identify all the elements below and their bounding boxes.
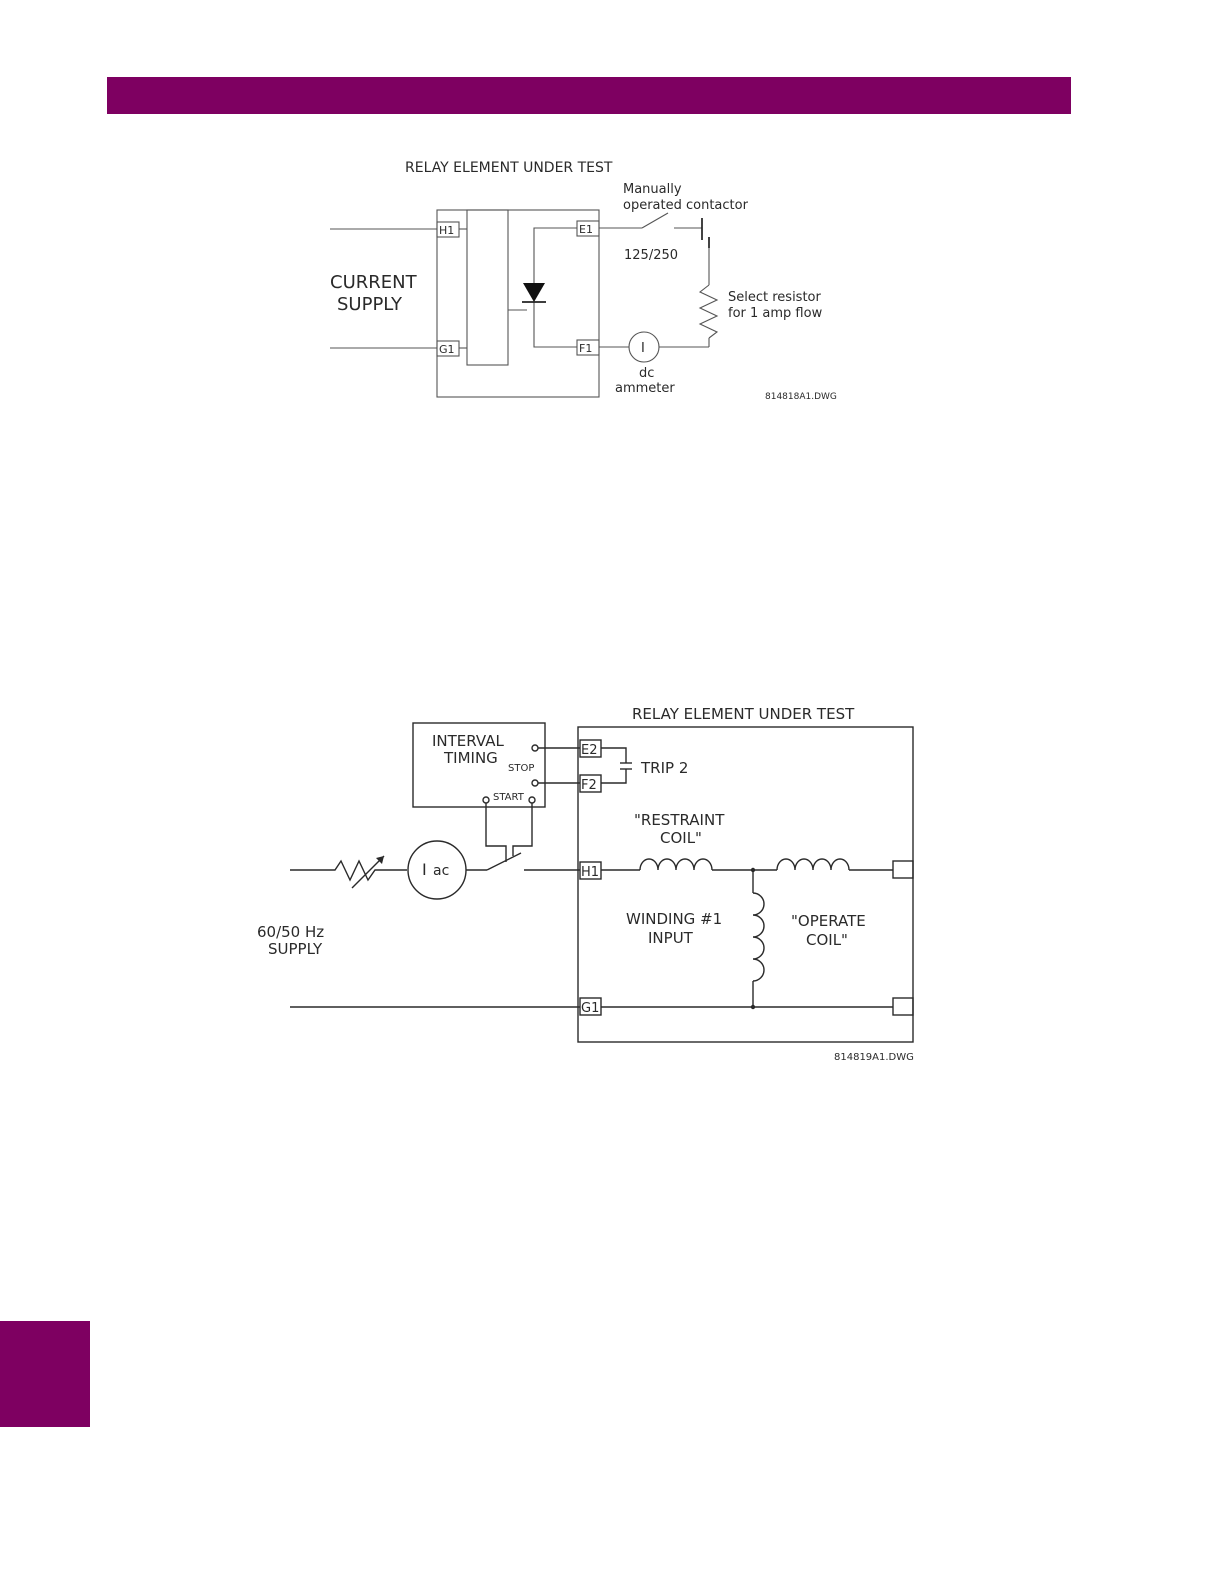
- diagram1-supply-label-2: SUPPLY: [337, 294, 403, 315]
- diagram2-timer-label-2: TIMING: [443, 749, 498, 767]
- diagram2-ammeter-subscript: ac: [433, 863, 449, 879]
- diagram2-title: RELAY ELEMENT UNDER TEST: [632, 705, 855, 723]
- diagram1-voltage-label: 125/250: [624, 248, 678, 263]
- diagram2-restraint-coil-right: [777, 859, 849, 870]
- diagram2-terminal-e2: E2: [581, 743, 598, 758]
- diagram1-internal-element: [467, 210, 508, 365]
- diagram2-operate-label-1: "OPERATE: [791, 912, 866, 930]
- diagram2-output-terminal-bottom: [893, 998, 913, 1015]
- diagram1-ammeter-label-2: ammeter: [615, 381, 675, 396]
- diagram1-terminal-e1: E1: [579, 223, 593, 236]
- diagram1-relay-box: [437, 210, 599, 397]
- diagram2-supply-label-2: SUPPLY: [268, 940, 323, 958]
- diagram2-relay-box: [578, 727, 913, 1042]
- diagram2-winding-label-1: WINDING #1: [626, 910, 722, 928]
- diagram1-ammeter-symbol: I: [641, 341, 645, 356]
- diagram1-contactor-label-1: Manually: [623, 182, 682, 197]
- diagram1-title: RELAY ELEMENT UNDER TEST: [405, 160, 613, 176]
- diagram2-restraint-label-2: COIL": [660, 829, 702, 847]
- diagram2-start-switch: [487, 853, 521, 870]
- diagram2-timer-label-1: INTERVAL: [432, 732, 504, 750]
- diagram2-winding-label-2: INPUT: [648, 929, 694, 947]
- diagram1-contactor-label-2: operated contactor: [623, 198, 749, 213]
- diagram1-terminal-h1: H1: [439, 224, 454, 237]
- diagram2-drawing-number: 814819A1.DWG: [834, 1052, 914, 1063]
- diagram1-supply-label-1: CURRENT: [330, 272, 418, 293]
- diagram1-resistor: [700, 285, 717, 338]
- diagram2-output-terminal-top: [893, 861, 913, 878]
- diagram1-terminal-f1: F1: [579, 342, 592, 355]
- diagram1-resistor-label-2: for 1 amp flow: [728, 306, 823, 321]
- diagram2-restraint-label-1: "RESTRAINT: [634, 811, 725, 829]
- diagram1-scr-symbol: [523, 283, 545, 302]
- diagram1-resistor-label-1: Select resistor: [728, 290, 822, 305]
- diagram2-stop-label: STOP: [508, 763, 534, 774]
- diagram1-contactor-switch: [642, 213, 668, 228]
- diagram2-terminal-h1: H1: [581, 865, 599, 880]
- diagram2-variable-resistor: [327, 861, 390, 880]
- diagram1-terminal-g1: G1: [439, 343, 455, 356]
- diagram1-ammeter-label-1: dc: [639, 366, 654, 381]
- diagram2-supply-label-1: 60/50 Hz: [257, 923, 324, 941]
- diagram2-terminal-g1: G1: [581, 1001, 599, 1016]
- diagram2-restraint-coil-left: [640, 859, 712, 870]
- diagram1-dc-test-circuit: RELAY ELEMENT UNDER TEST CURRENT SUPPLY …: [330, 160, 837, 402]
- diagram2-ammeter-symbol: I: [422, 860, 427, 879]
- diagram2-start-label: START: [493, 792, 525, 803]
- diagram1-drawing-number: 814818A1.DWG: [765, 392, 837, 402]
- diagram2-operate-coil: [753, 893, 764, 981]
- diagram2-operate-label-2: COIL": [806, 931, 848, 949]
- diagram2-ac-timing-circuit: RELAY ELEMENT UNDER TEST INTERVAL TIMING…: [257, 705, 914, 1063]
- diagram2-trip-label: TRIP 2: [640, 759, 688, 777]
- diagram2-terminal-f2: F2: [581, 778, 597, 793]
